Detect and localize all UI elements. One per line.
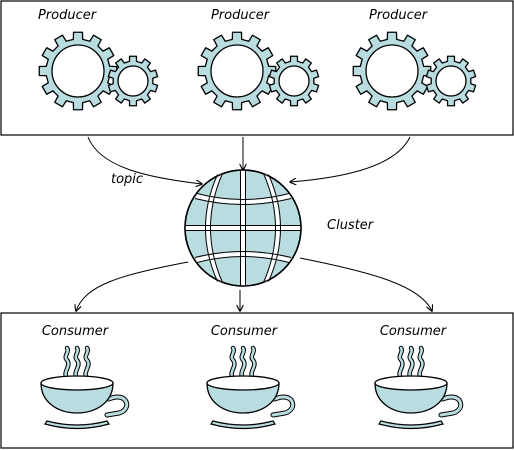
producers-panel [0, 0, 514, 136]
gears-icon [352, 31, 477, 111]
consumer-label-2: Consumer [211, 324, 279, 339]
arrow-cluster-to-consumer1 [76, 261, 189, 311]
globe-icon [184, 169, 302, 287]
topic-label: topic [111, 172, 143, 187]
producer-label-1: Producer [38, 8, 98, 23]
arrow-cluster-to-consumer3 [299, 257, 432, 311]
steaming-cup-icon [374, 345, 464, 430]
producer-label-2: Producer [211, 8, 271, 23]
gears-icon [38, 31, 159, 111]
arrow-producer1-to-cluster [87, 136, 202, 184]
consumers-panel [0, 312, 514, 449]
consumer-label-1: Consumer [42, 324, 110, 339]
consumer-label-3: Consumer [380, 324, 448, 339]
steaming-cup-icon [206, 345, 296, 430]
cluster-label: Cluster [327, 218, 375, 233]
gears-icon [197, 31, 320, 111]
steaming-cup-icon [40, 345, 130, 430]
producer-label-3: Producer [369, 8, 429, 23]
arrow-producer3-to-cluster [290, 136, 411, 182]
